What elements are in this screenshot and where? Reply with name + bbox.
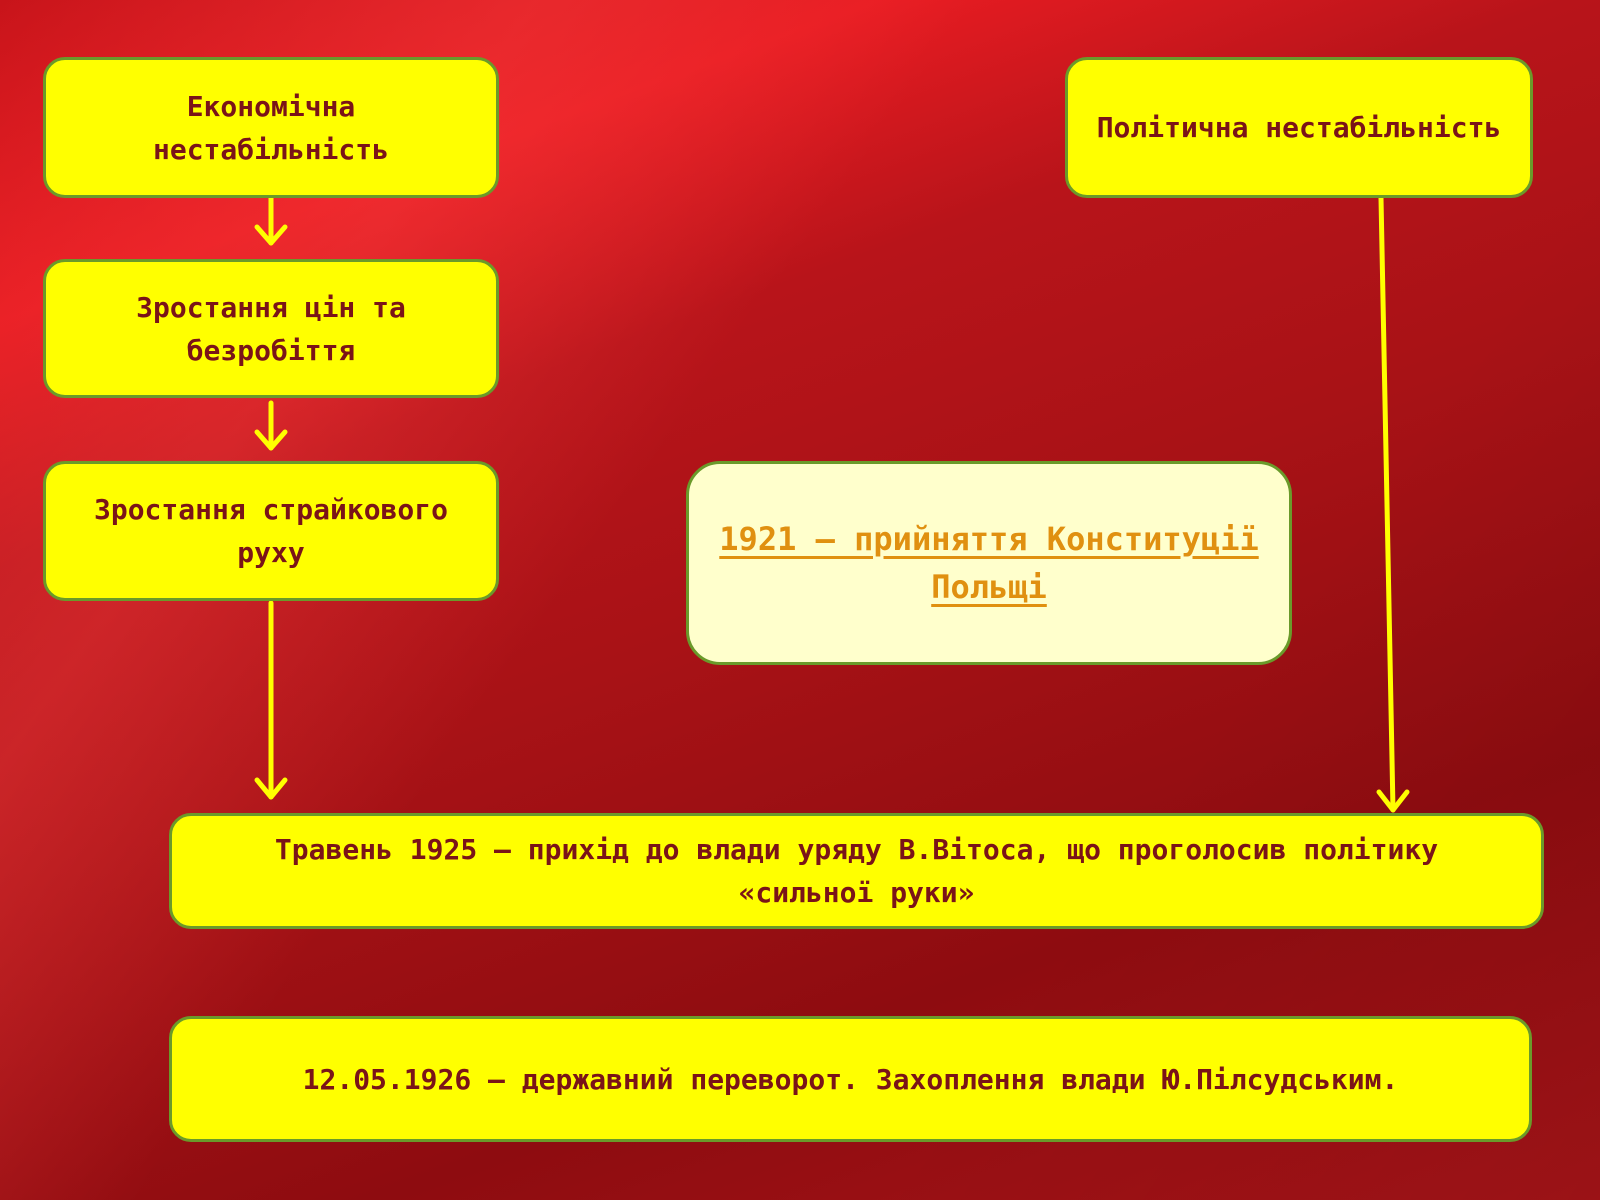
- box-strike-growth-label: Зростання страйкового руху: [93, 493, 448, 569]
- box-coup-label: 12.05.1926 – державний переворот. Захопл…: [302, 1062, 1399, 1096]
- arrow-prices-to-strikes: [254, 400, 288, 451]
- box-witos-government: Травень 1925 – прихід до влади уряду В.В…: [169, 813, 1544, 929]
- box-political-instability: Політична нестабільність: [1065, 57, 1533, 198]
- box-witos-government-label: Травень 1925 – прихід до влади уряду В.В…: [274, 833, 1439, 909]
- box-coup: 12.05.1926 – державний переворот. Захопл…: [169, 1016, 1532, 1142]
- box-strike-growth: Зростання страйкового руху: [43, 461, 499, 601]
- arrow-economic-to-prices: [254, 195, 288, 246]
- arrow-strikes-to-witos: [254, 600, 288, 800]
- box-political-instability-label: Політична нестабільність: [1096, 111, 1502, 144]
- box-economic-instability-label: Економічна нестабільність: [152, 89, 389, 166]
- box-price-growth: Зростання цін та безробіття: [43, 259, 499, 398]
- box-constitution-label: 1921 – прийняття Конституції Польщі: [719, 520, 1259, 606]
- box-price-growth-label: Зростання цін та безробіття: [136, 290, 406, 367]
- arrow-political-to-witos: [1376, 195, 1410, 813]
- box-economic-instability: Економічна нестабільність: [43, 57, 499, 198]
- box-constitution: 1921 – прийняття Конституції Польщі: [686, 461, 1292, 665]
